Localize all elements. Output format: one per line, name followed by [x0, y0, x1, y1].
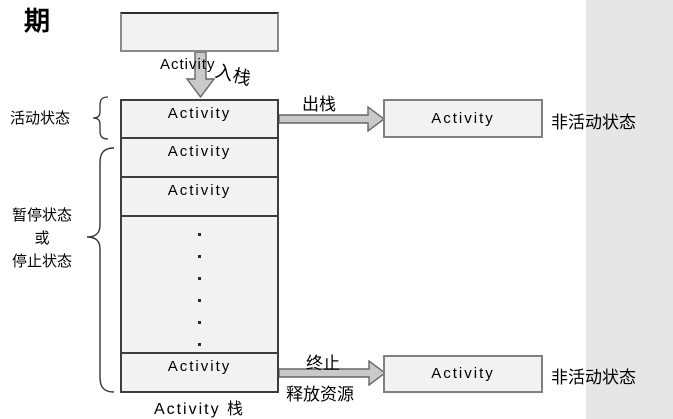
paused-line-2: 或: [34, 230, 50, 247]
incoming-activity-box: [120, 12, 279, 52]
ellipsis-dot: [198, 299, 201, 302]
push-arrow-icon: [185, 52, 215, 98]
stack-row: Activity: [122, 178, 277, 217]
inactive-activity-box-bottom: Activity: [383, 355, 543, 393]
paused-line-1: 暂停状态: [11, 207, 72, 224]
ellipsis-dot: [198, 255, 201, 258]
ellipsis-dot: [198, 321, 201, 324]
side-gray-band: [586, 0, 673, 419]
push-label-zh: 入栈: [213, 60, 253, 89]
stack-caption: Activity 栈: [153, 401, 246, 418]
brace-active-icon: [92, 96, 109, 140]
stack-row: Activity: [122, 139, 277, 178]
label-inactive-state-bottom: 非活动状态: [551, 368, 636, 387]
label-active-state: 活动状态: [9, 110, 70, 127]
activity-stack: Activity Activity Activity Activity: [120, 99, 279, 393]
brace-paused-icon: [86, 147, 115, 393]
page-title-fragment: 期: [24, 6, 52, 36]
stack-row: Activity: [167, 358, 232, 375]
inactive-activity-box-top: Activity: [383, 99, 543, 138]
terminate-arrow-icon: [279, 360, 387, 386]
push-label-en: Activity: [160, 56, 216, 73]
ellipsis-dot: [198, 343, 201, 346]
label-paused-state: 暂停状态 或 停止状态: [0, 204, 84, 273]
release-resources-label: 释放资源: [286, 385, 354, 404]
ellipsis-dot: [198, 233, 201, 236]
label-inactive-state-top: 非活动状态: [551, 113, 636, 132]
stack-row: Activity: [122, 101, 277, 139]
terminate-label: 终止: [306, 354, 340, 373]
ellipsis-region: [122, 217, 277, 354]
pop-arrow-icon: [279, 106, 386, 132]
paused-line-3: 停止状态: [11, 253, 72, 270]
pop-label: 出栈: [302, 95, 336, 114]
ellipsis-dot: [198, 277, 201, 280]
